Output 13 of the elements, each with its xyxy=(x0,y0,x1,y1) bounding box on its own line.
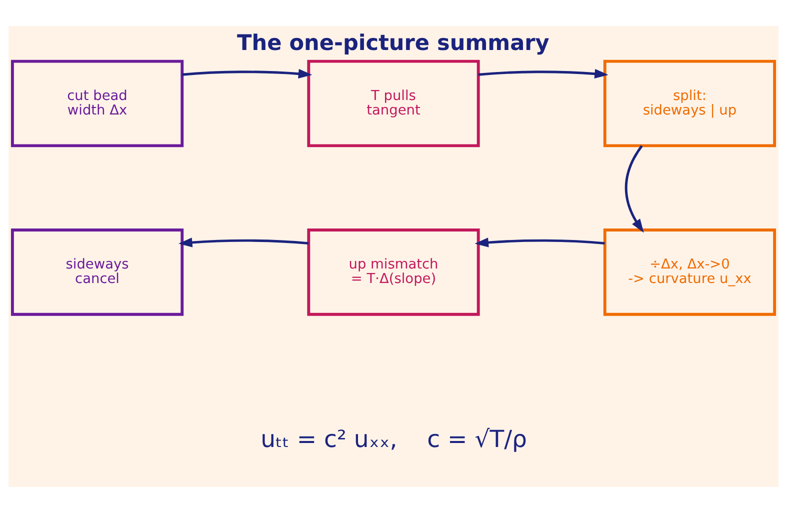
arrow xyxy=(474,237,605,247)
node-box: split: sideways | up xyxy=(603,59,776,147)
arrow xyxy=(478,68,608,78)
node-box: T pulls tangent xyxy=(307,59,480,147)
arrow xyxy=(182,68,312,78)
diagram-title: The one-picture summary xyxy=(237,30,550,56)
arrow xyxy=(178,237,309,247)
label: uₜₜ = c² uₓₓ, c = √T/ρ xyxy=(260,424,527,452)
arrow xyxy=(624,144,644,232)
node-box: ÷Δx, Δx->0 -> curvature u_xx xyxy=(603,228,776,316)
node-box: cut bead width Δx xyxy=(10,59,184,147)
node-box: sideways cancel xyxy=(10,228,184,316)
node-box: up mismatch = T·Δ(slope) xyxy=(307,228,480,316)
